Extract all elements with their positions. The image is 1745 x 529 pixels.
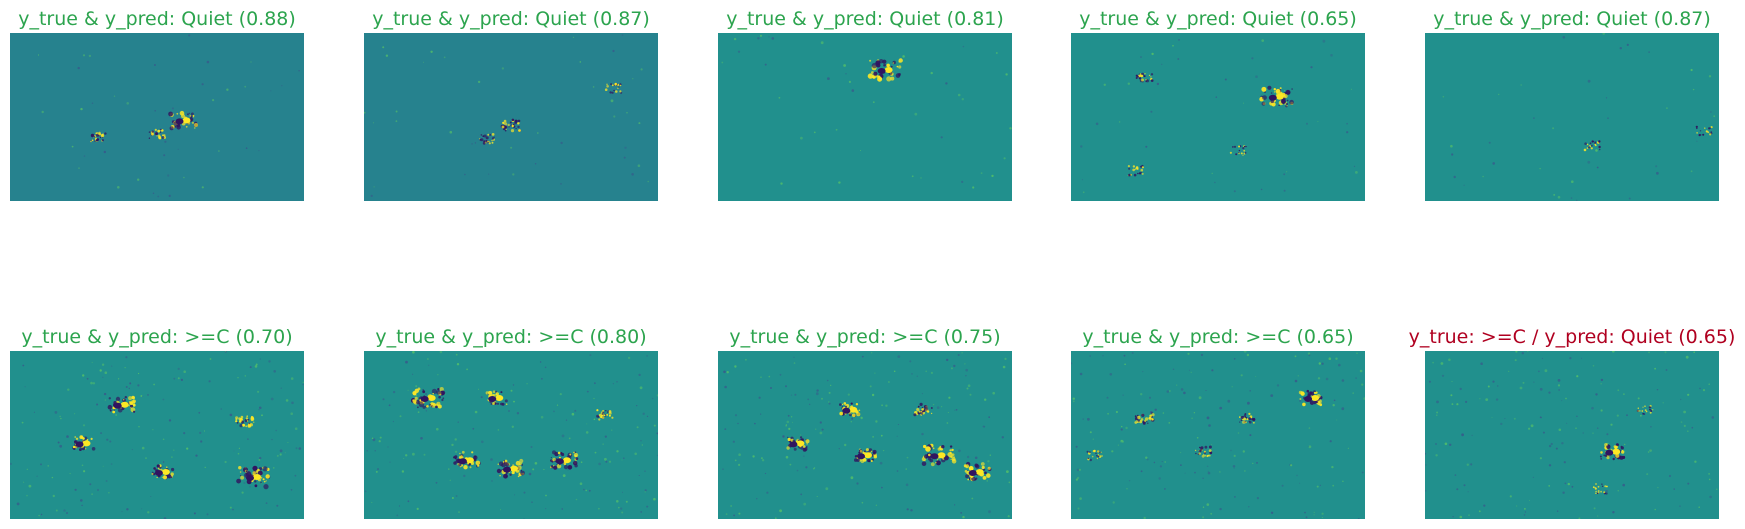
magnetogram-image xyxy=(718,33,1012,201)
magnetogram-image xyxy=(364,351,658,519)
magnetogram-image xyxy=(1425,351,1719,519)
magnetogram-image xyxy=(1425,33,1719,201)
panel-title: y_true & y_pred: >=C (0.65) xyxy=(1082,326,1354,348)
magnetogram-image xyxy=(718,351,1012,519)
panel-title: y_true & y_pred: Quiet (0.87) xyxy=(372,8,650,30)
magnetogram-image xyxy=(1071,33,1365,201)
magnetogram-image xyxy=(1071,351,1365,519)
panel-title: y_true & y_pred: >=C (0.80) xyxy=(375,326,647,348)
magnetogram-image xyxy=(364,33,658,201)
magnetogram-image xyxy=(10,33,304,201)
panel-title: y_true & y_pred: >=C (0.75) xyxy=(729,326,1001,348)
panel-title: y_true & y_pred: Quiet (0.81) xyxy=(726,8,1004,30)
panel-title: y_true & y_pred: Quiet (0.88) xyxy=(18,8,296,30)
panel-title: y_true & y_pred: Quiet (0.65) xyxy=(1079,8,1357,30)
panel-title: y_true & y_pred: Quiet (0.87) xyxy=(1433,8,1711,30)
panel-title: y_true & y_pred: >=C (0.70) xyxy=(21,326,293,348)
panel-title: y_true: >=C / y_pred: Quiet (0.65) xyxy=(1408,326,1736,348)
magnetogram-image xyxy=(10,351,304,519)
